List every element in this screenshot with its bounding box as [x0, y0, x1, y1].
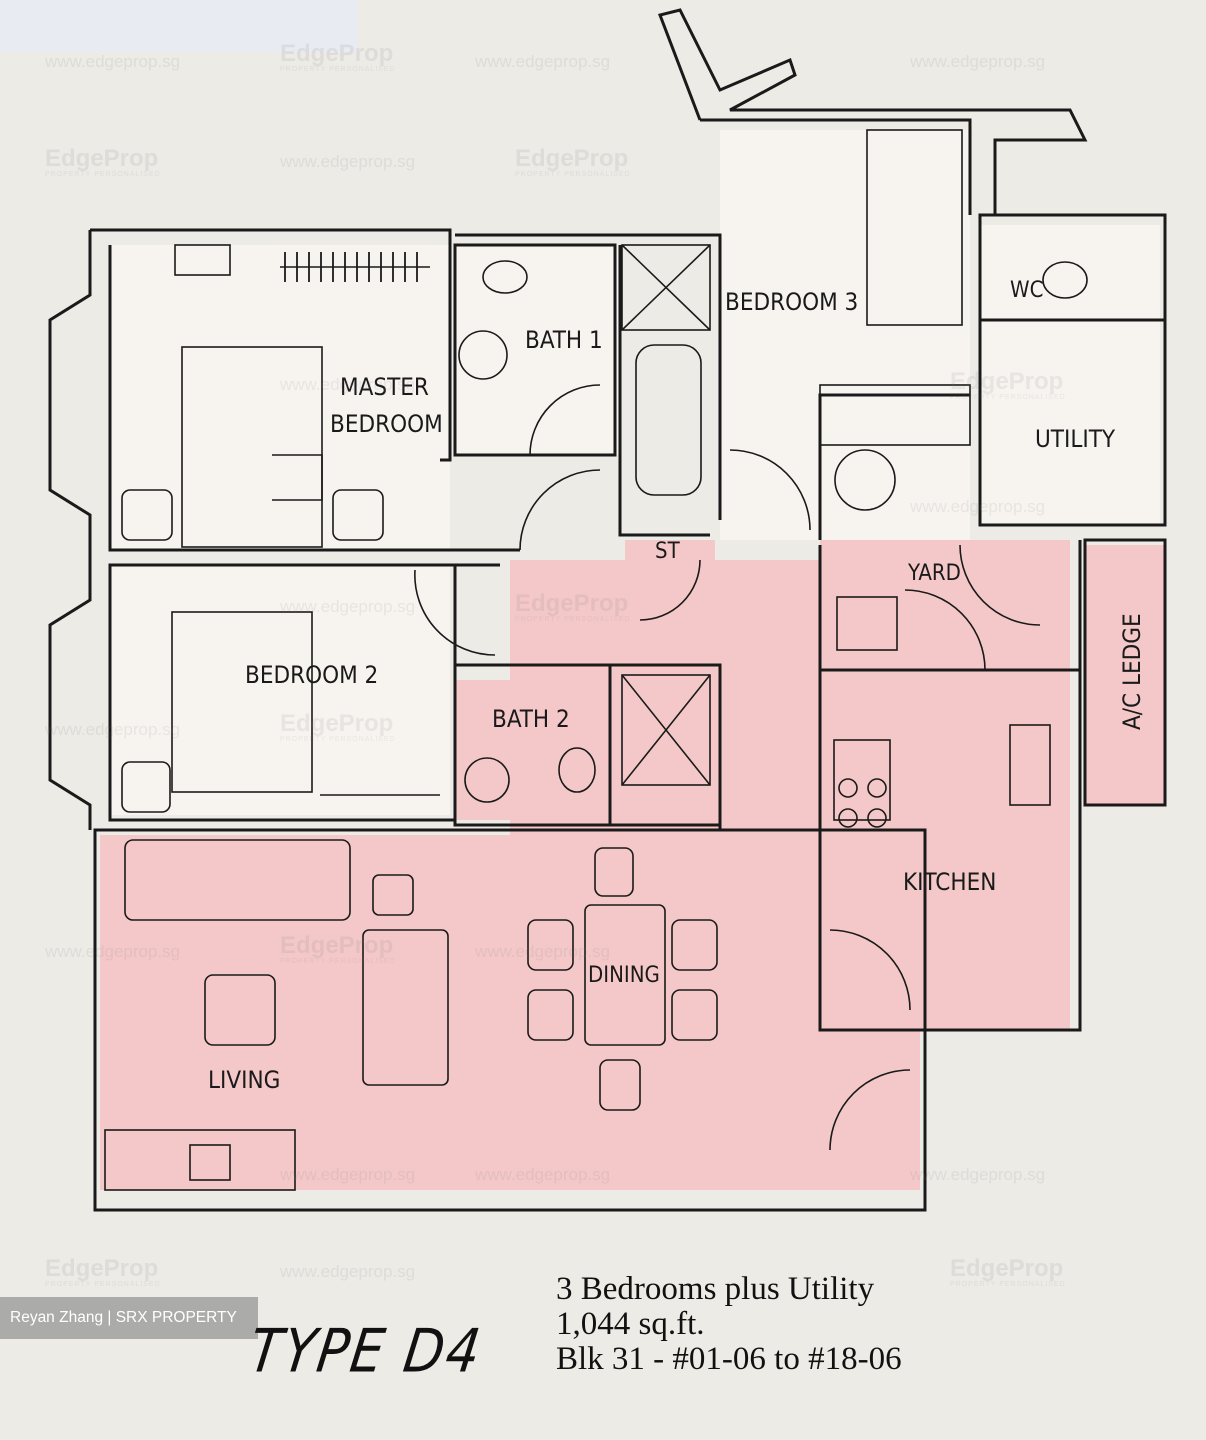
label-bath-2: BATH 2: [492, 705, 570, 733]
label-bedroom-3: BEDROOM 3: [725, 288, 858, 316]
unit-type-title: TYPE D4: [245, 1317, 487, 1387]
label-yard: YARD: [907, 561, 961, 586]
floor-area: 1,044 sq.ft.: [556, 1306, 705, 1342]
room-fills: [110, 130, 1160, 815]
layout-description: 3 Bedrooms plus Utility: [556, 1271, 875, 1307]
label-bedroom-2: BEDROOM 2: [245, 661, 378, 689]
label-master-2: BEDROOM: [330, 410, 443, 438]
unit-summary: 3 Bedrooms plus Utility 1,044 sq.ft. Blk…: [556, 1272, 902, 1377]
label-master-1: MASTER: [340, 373, 429, 401]
photo-credit: Reyan Zhang | SRX PROPERTY: [0, 1297, 258, 1339]
label-dining: DINING: [588, 963, 660, 988]
label-kitchen: KITCHEN: [903, 868, 996, 896]
top-banner-strip: [0, 0, 358, 52]
label-st: ST: [655, 539, 681, 564]
furniture: [104, 129, 1088, 1191]
door-swings: [414, 384, 1041, 1151]
unit-range: Blk 31 - #01-06 to #18-06: [556, 1341, 902, 1377]
label-ac-ledge: A/C LEDGE: [1118, 613, 1146, 730]
label-living: LIVING: [208, 1066, 280, 1094]
room-labels: MASTER BEDROOM BATH 1 BEDROOM 3 WC UTILI…: [208, 278, 1146, 1094]
label-utility: UTILITY: [1035, 425, 1116, 453]
highlighted-area: [100, 540, 1165, 1190]
walls: [48, 8, 1167, 1212]
label-wc: WC: [1010, 278, 1043, 303]
label-bath-1: BATH 1: [525, 326, 603, 354]
